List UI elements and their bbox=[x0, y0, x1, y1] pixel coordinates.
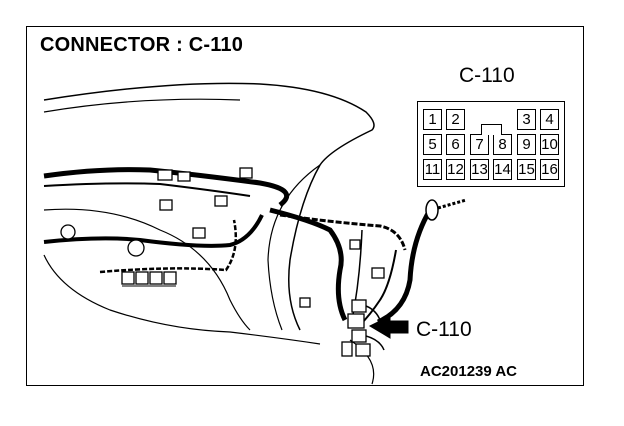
pin-cell: 3 bbox=[517, 109, 536, 130]
lower-harness bbox=[43, 214, 264, 248]
pin-cell: 12 bbox=[446, 159, 465, 180]
pin-cell: 7 bbox=[470, 134, 489, 155]
pin-cell: 16 bbox=[540, 159, 559, 180]
pin-cell: 10 bbox=[540, 134, 559, 155]
dashboard-outline bbox=[43, 82, 375, 331]
grommet-icon bbox=[127, 239, 145, 257]
instrument-harness bbox=[99, 219, 237, 274]
connector-block bbox=[157, 169, 173, 181]
diagram-frame bbox=[26, 26, 584, 386]
reference-code: AC201239 AC bbox=[420, 363, 517, 380]
lower-panel-outline bbox=[43, 208, 251, 331]
connector-block bbox=[214, 195, 228, 207]
right-harness-branch bbox=[359, 249, 397, 326]
c110-connector-cluster bbox=[341, 299, 385, 357]
upper-right-harness bbox=[279, 213, 407, 251]
grommet-wire bbox=[437, 198, 467, 210]
console-edge bbox=[349, 339, 375, 385]
connector-block bbox=[177, 171, 191, 182]
right-harness bbox=[376, 208, 433, 325]
panel-grommet-icon bbox=[425, 199, 439, 221]
callout-label: C-110 bbox=[416, 318, 472, 341]
pin-cell: 14 bbox=[493, 159, 512, 180]
pin-cell: 11 bbox=[423, 159, 442, 180]
connector-block bbox=[299, 297, 311, 308]
connector-block bbox=[159, 199, 173, 211]
connector-block bbox=[349, 239, 361, 250]
pin-cell: 6 bbox=[446, 134, 465, 155]
connector-block bbox=[239, 167, 253, 179]
ground-terminal-icon bbox=[60, 224, 76, 240]
main-harness-branch bbox=[43, 182, 251, 197]
pin-cell: 8 bbox=[493, 134, 512, 155]
pin-cell: 13 bbox=[470, 159, 489, 180]
connector-block bbox=[371, 267, 385, 279]
pin-cell: 2 bbox=[446, 109, 465, 130]
pillar-outline bbox=[267, 164, 321, 331]
callout-arrow-icon bbox=[368, 315, 409, 339]
pin-cell: 15 bbox=[517, 159, 536, 180]
cluster-connector-group bbox=[121, 271, 177, 287]
pin-cell: 1 bbox=[423, 109, 442, 130]
connector-block bbox=[192, 227, 206, 239]
lower-panel-edge bbox=[43, 254, 321, 345]
pin-cell: 5 bbox=[423, 134, 442, 155]
center-harness bbox=[269, 207, 348, 322]
pin-cell: 4 bbox=[540, 109, 559, 130]
pin-cell: 9 bbox=[517, 134, 536, 155]
connector-lock-key bbox=[481, 124, 502, 135]
connector-face-diagram: 1 2 3 4 5 6 7 8 9 10 11 12 13 14 15 16 bbox=[417, 101, 565, 187]
connector-face-label: C-110 bbox=[459, 64, 515, 87]
diagram-title: CONNECTOR : C-110 bbox=[40, 34, 244, 56]
dashboard-edge bbox=[43, 98, 241, 113]
